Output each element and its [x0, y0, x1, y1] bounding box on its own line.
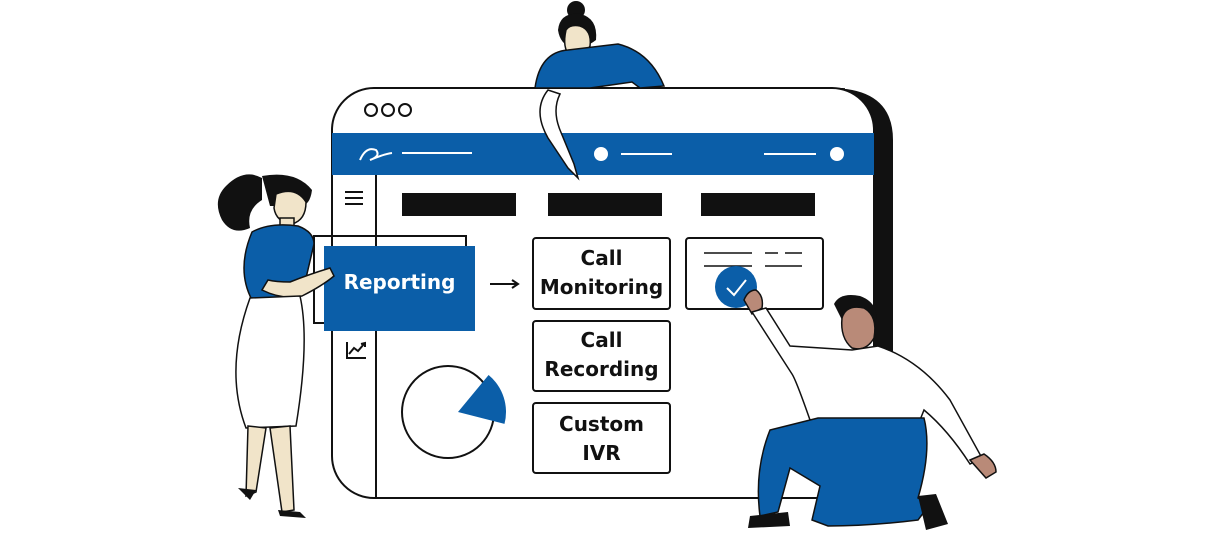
arrow-head	[511, 279, 520, 289]
pie-slice	[458, 375, 507, 424]
column-header-bar-1	[402, 193, 516, 216]
window-controls[interactable]	[364, 103, 412, 117]
header-nav-dot-2[interactable]	[830, 147, 844, 161]
call-monitoring-label: Call Monitoring	[539, 246, 664, 299]
header-nav-dot-1[interactable]	[594, 147, 608, 161]
window-dot-2[interactable]	[381, 103, 395, 117]
column-header-bar-3	[701, 193, 815, 216]
man-kneeling-figure	[743, 289, 997, 530]
signature-icon	[359, 148, 393, 161]
woman-top-figure	[534, 1, 666, 181]
reporting-card[interactable]	[324, 246, 475, 331]
call-recording-card[interactable]	[532, 320, 671, 392]
custom-ivr-label: Custom IVR	[559, 412, 644, 465]
custom-ivr-card[interactable]	[532, 402, 671, 474]
checkmark-icon	[726, 279, 747, 297]
reporting-label[interactable]: Reporting	[343, 270, 456, 294]
hamburger-menu-icon[interactable]	[345, 191, 363, 205]
trend-chart-icon[interactable]	[346, 341, 366, 359]
call-monitoring-card[interactable]	[532, 237, 671, 310]
window-dot-3[interactable]	[398, 103, 412, 117]
call-recording-label: Call Recording	[544, 328, 659, 381]
column-header-bar-2	[548, 193, 662, 216]
window-dot-1[interactable]	[364, 103, 378, 117]
woman-left-figure	[217, 174, 335, 518]
